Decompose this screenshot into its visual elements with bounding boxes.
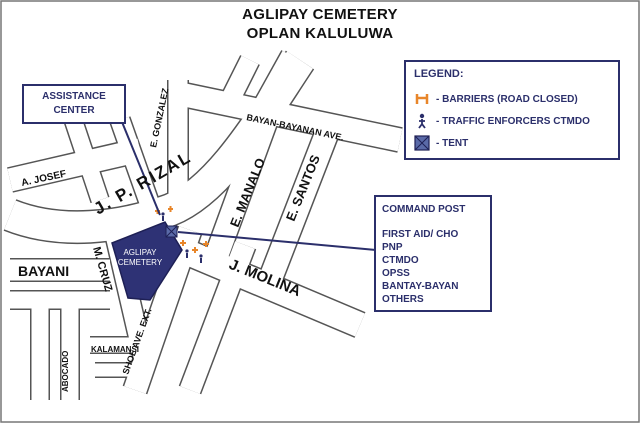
command-post-item: OTHERS — [382, 294, 424, 305]
assistance-callout-line — [121, 121, 161, 216]
traffic-enforcer-icon — [199, 254, 203, 258]
barrier-icon — [192, 247, 198, 253]
street-label-kalamansi: KALAMANSI — [91, 345, 139, 354]
command-post-item: PNP — [382, 242, 403, 253]
cemetery-area — [111, 221, 183, 301]
command-post-item: CTMDO — [382, 255, 419, 266]
assistance-center-line-1: ASSISTANCE — [42, 91, 106, 102]
street-label-bayani: BAYANI — [18, 263, 69, 279]
barrier-icon — [168, 206, 173, 212]
traffic-enforcer-icon — [200, 258, 202, 263]
legend-label-tent: - TENT — [436, 137, 469, 149]
traffic-enforcer-icon — [186, 253, 188, 258]
command-post-item: OPSS — [382, 268, 410, 279]
legend-row-tent: - TENT — [414, 134, 468, 152]
command-post-item: FIRST AID/ CHO — [382, 229, 459, 240]
legend-row-enforcers: - TRAFFIC ENFORCERS CTMDO — [414, 112, 590, 130]
tent-icon — [414, 135, 430, 151]
assistance-center-line-2: CENTER — [53, 105, 95, 116]
cemetery-label-2: CEMETERY — [118, 258, 163, 267]
traffic-enforcer-icon — [161, 212, 165, 216]
map-title-line-1: AGLIPAY CEMETERY — [242, 6, 398, 23]
tent-icon-cross — [165, 225, 178, 238]
legend-row-barriers: - BARRIERS (ROAD CLOSED) — [414, 90, 578, 108]
traffic-enforcer-icon — [162, 216, 164, 221]
traffic-enforcer-icon — [185, 249, 189, 253]
assistance-center-box: ASSISTANCE CENTER — [22, 84, 126, 124]
command-post-title: COMMAND POST — [382, 204, 466, 215]
legend-title: LEGEND: — [414, 68, 464, 80]
legend: LEGEND: - BARRIERS (ROAD CLOSED) - TRAFF… — [404, 60, 620, 160]
traffic-enforcer-icon — [418, 113, 426, 129]
street-label-abocado: ABOCADO — [61, 351, 70, 392]
barrier-icon — [415, 94, 429, 104]
legend-label-enforcers: - TRAFFIC ENFORCERS CTMDO — [436, 115, 590, 127]
map-title-line-2: OPLAN KALULUWA — [246, 25, 394, 42]
barrier-icon — [203, 241, 209, 247]
traffic-enforcers — [161, 212, 203, 263]
command-post-callout-line — [177, 231, 377, 251]
command-post-box: COMMAND POST FIRST AID/ CHO PNP CTMDO OP… — [374, 195, 492, 312]
command-post-item: BANTAY-BAYAN — [382, 281, 459, 292]
barrier-icon — [180, 240, 186, 246]
cemetery-label-1: AGLIPAY — [123, 248, 157, 257]
legend-label-barriers: - BARRIERS (ROAD CLOSED) — [436, 93, 578, 105]
